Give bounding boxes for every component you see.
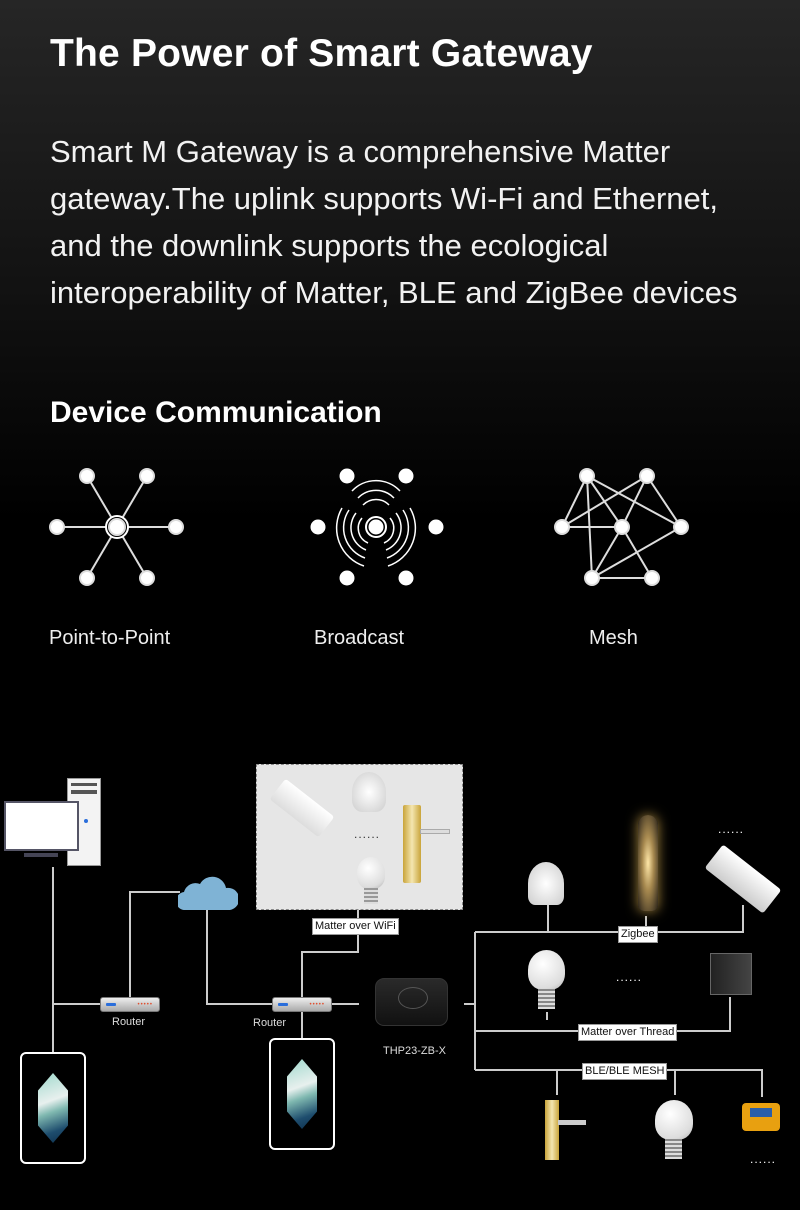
wall-switch-icon	[710, 953, 752, 995]
matter-over-wifi-tag: Matter over WiFi	[312, 918, 399, 935]
gateway-device-icon	[375, 978, 448, 1026]
gateway-label: THP23-ZB-X	[383, 1045, 446, 1057]
router-icon: •••••	[272, 997, 332, 1012]
section-title: Device Communication	[50, 396, 382, 429]
door-lock-icon	[545, 1100, 559, 1160]
motion-sensor-icon	[528, 862, 564, 905]
ellipsis: ......	[750, 1152, 777, 1166]
matter-over-thread-tag: Matter over Thread	[578, 1024, 678, 1041]
ellipsis: ......	[616, 970, 643, 984]
filament-bulb-icon	[638, 815, 658, 911]
communication-icons	[49, 468, 689, 586]
curtain-motor-icon	[269, 778, 335, 838]
mode-label-broadcast: Broadcast	[314, 627, 405, 649]
router-icon: •••••	[100, 997, 160, 1012]
bulb-base	[665, 1139, 682, 1159]
tablet-icon	[20, 1052, 86, 1164]
zigbee-tag: Zigbee	[618, 926, 658, 943]
lock-handle	[558, 1120, 586, 1125]
ellipsis: ......	[354, 827, 381, 841]
ble-mesh-tag: BLE/BLE MESH	[582, 1063, 668, 1080]
bulb-icon	[528, 950, 565, 990]
cloud-icon	[178, 876, 238, 911]
star-topology-icon	[49, 468, 184, 586]
router-label: Router	[253, 1017, 287, 1029]
motion-sensor-icon	[352, 772, 386, 812]
bulb-base	[538, 989, 555, 1009]
bulb-icon	[655, 1100, 693, 1140]
ellipsis: ......	[718, 822, 745, 836]
monitor-icon	[4, 801, 79, 851]
description: Smart M Gateway is a comprehensive Matte…	[50, 134, 738, 310]
mode-label-mesh: Mesh	[589, 627, 638, 649]
broadcast-icon	[310, 468, 444, 586]
lock-handle	[420, 829, 450, 834]
mode-label-point-to-point: Point-to-Point	[49, 627, 171, 649]
water-valve-icon	[742, 1103, 780, 1131]
wifi-devices-panel: ......	[256, 764, 463, 910]
router-label: Router	[112, 1016, 146, 1028]
mesh-icon	[554, 468, 689, 586]
tablet-icon	[269, 1038, 335, 1150]
monitor-stand	[24, 853, 58, 857]
page-title: The Power of Smart Gateway	[50, 32, 593, 75]
bulb-icon	[357, 857, 385, 889]
door-lock-icon	[403, 805, 421, 883]
